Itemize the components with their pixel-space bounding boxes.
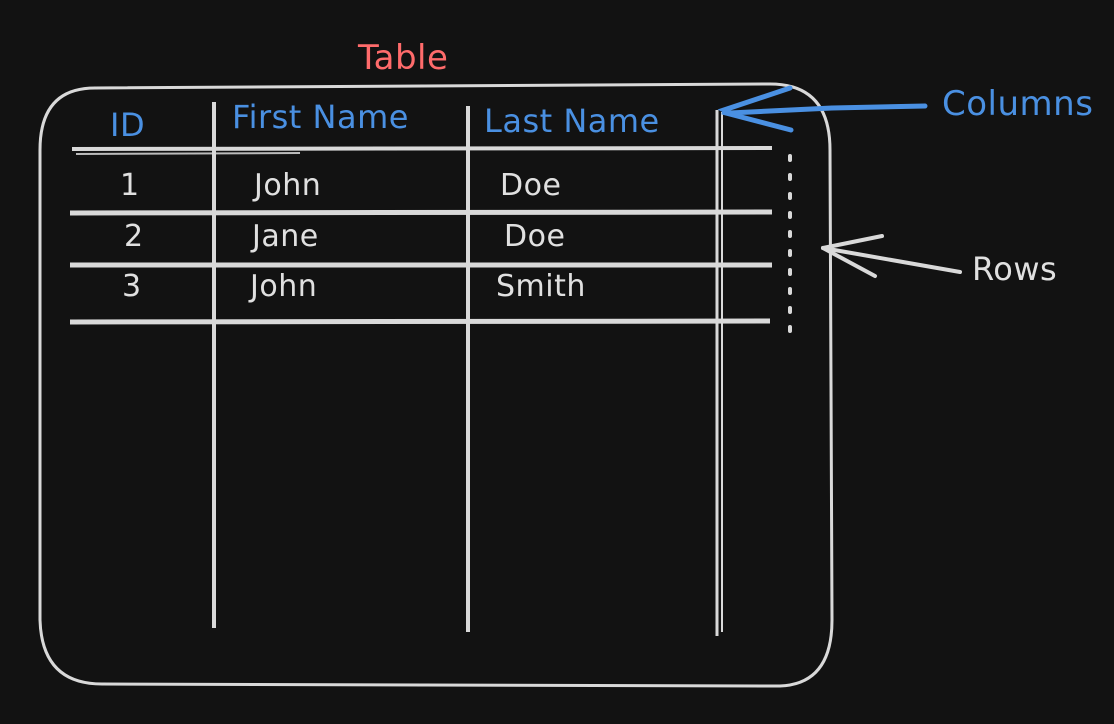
cell-last-name: Smith [496,269,586,304]
column-header-last-name: Last Name [484,102,660,140]
column-header-id: ID [110,106,146,144]
cell-id: 1 [120,168,140,203]
cell-last-name: Doe [504,219,566,254]
cell-first-name: John [254,168,322,203]
cell-first-name: Jane [252,219,319,254]
cell-first-name: John [250,269,318,304]
columns-annotation: Columns [942,84,1094,124]
table-outline [38,82,834,688]
rows-arrow-icon [821,234,962,278]
column-header-first-name: First Name [232,98,409,136]
cell-last-name: Doe [500,168,562,203]
diagram-title: Table [358,38,449,78]
cell-id: 3 [122,269,142,304]
columns-arrow-icon [717,85,928,133]
cell-id: 2 [124,219,144,254]
rows-annotation: Rows [972,250,1058,288]
